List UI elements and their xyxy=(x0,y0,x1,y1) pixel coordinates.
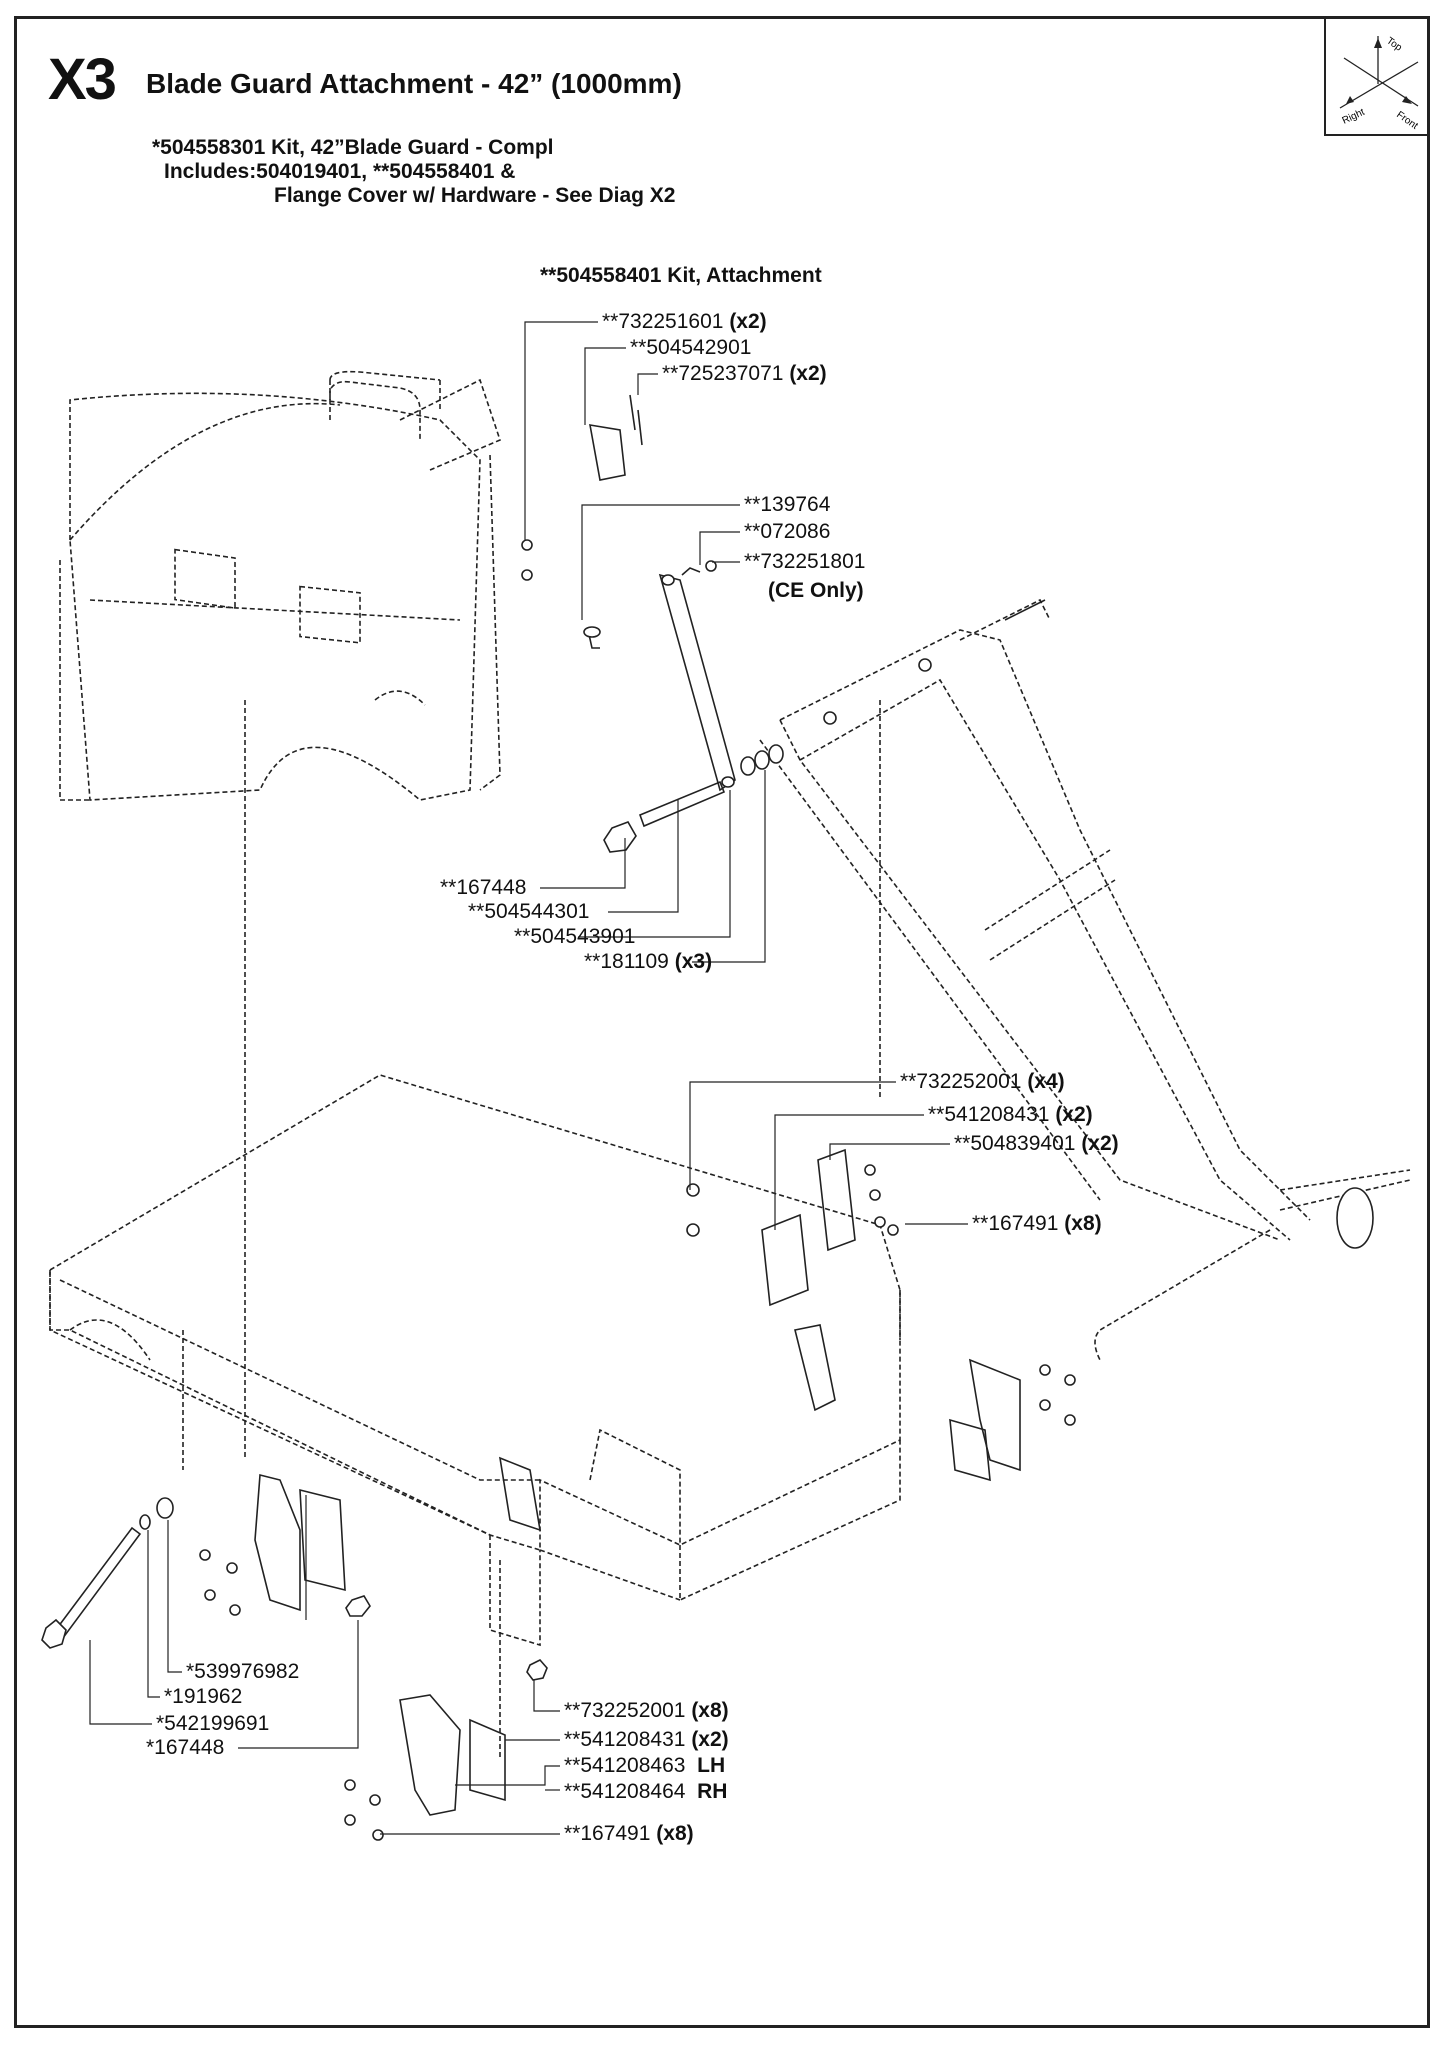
page-title: Blade Guard Attachment - 42” (1000mm) xyxy=(146,68,682,99)
orientation-box: Top Right Front xyxy=(1324,16,1430,136)
callout-072086: **072086 xyxy=(744,520,831,543)
callout-191962: *191962 xyxy=(164,1685,243,1708)
callout-725237071: **725237071 (x2) xyxy=(662,362,827,385)
callout-504543901: **504543901 xyxy=(514,925,636,948)
callout-541208431-upper: **541208431 (x2) xyxy=(928,1103,1093,1126)
kit-main-line-2: Includes:504019401, **504558401 & xyxy=(164,160,516,183)
callout-541208431-lower: **541208431 (x2) xyxy=(564,1728,729,1751)
callout-732251601: **732251601 (x2) xyxy=(602,310,767,333)
callout-181109: **181109 (x3) xyxy=(584,950,713,973)
kit-main-line-3: Flange Cover w/ Hardware - See Diag X2 xyxy=(274,184,676,207)
left-bracket-set xyxy=(199,1473,371,1617)
callout-732252001-x8: **732252001 (x8) xyxy=(564,1699,729,1722)
callout-539976982: *539976982 xyxy=(186,1660,300,1683)
callout-167448-lower: *167448 xyxy=(146,1736,225,1759)
callout-167491-lower: **167491 (x8) xyxy=(564,1822,694,1845)
callout-139764: **139764 xyxy=(744,493,831,516)
callout-732252001-x4: **732252001 (x4) xyxy=(900,1070,1065,1093)
orientation-axes-icon: Top Right Front xyxy=(1339,35,1420,132)
section-code: X3 xyxy=(48,47,117,112)
handle-bar-outline xyxy=(329,380,421,440)
leader-lines xyxy=(89,321,968,1835)
kit-main-line-1: *504558301 Kit, 42”Blade Guard - Compl xyxy=(152,136,554,159)
callout-ce-only: (CE Only) xyxy=(768,579,864,602)
long-bolt xyxy=(41,1497,174,1649)
blade-guard-outline xyxy=(59,370,501,801)
callout-167491-upper: **167491 (x8) xyxy=(972,1212,1102,1235)
callout-167448-upper: **167448 xyxy=(440,876,527,899)
kit-attachment-heading: **504558401 Kit, Attachment xyxy=(540,264,822,287)
frame-arm-outline xyxy=(759,598,1411,1361)
callout-504544301: **504544301 xyxy=(468,900,590,923)
pivot-bolt xyxy=(603,780,726,853)
chassis-plate-outline xyxy=(49,1074,901,1647)
center-bracket xyxy=(498,1456,542,1532)
page-frame xyxy=(14,16,1430,2028)
callout-541208463-lh: **541208463 LH xyxy=(564,1754,726,1777)
right-bracket-set xyxy=(686,1148,899,1412)
upper-bracket-hardware xyxy=(521,394,1046,725)
link-arm xyxy=(658,573,736,792)
far-right-bracket-set xyxy=(949,1358,1076,1482)
washers xyxy=(740,744,784,776)
callout-542199691: *542199691 xyxy=(156,1712,270,1735)
lower-bracket-set xyxy=(344,1659,548,1841)
callout-504839401: **504839401 (x2) xyxy=(954,1132,1119,1155)
callout-732251801: **732251801 xyxy=(744,550,866,573)
callout-541208464-rh: **541208464 RH xyxy=(564,1780,728,1803)
callout-504542901: **504542901 xyxy=(630,336,752,359)
guide-lines xyxy=(182,700,901,1760)
